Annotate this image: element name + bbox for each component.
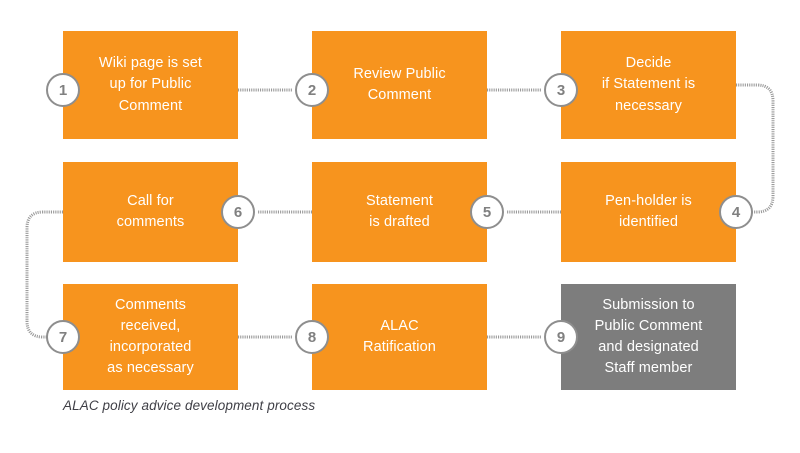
step-number-badge-4[interactable]: 4 — [719, 195, 753, 229]
process-step-label: Call for comments — [116, 192, 185, 230]
process-step-label: Comments received, incorporated as neces… — [107, 296, 194, 377]
step-number-badge-5[interactable]: 5 — [470, 195, 504, 229]
step-number-badge-1[interactable]: 1 — [46, 73, 80, 107]
process-step-label: Decide if Statement is necessary — [601, 55, 696, 114]
process-step-7[interactable]: Comments received, incorporated as neces… — [63, 284, 238, 390]
process-step-9[interactable]: Submission to Public Comment and designa… — [561, 284, 736, 390]
process-step-label: Statement is drafted — [366, 192, 433, 230]
process-step-1[interactable]: Wiki page is set up for Public Comment — [63, 31, 238, 139]
process-step-6[interactable]: Call for comments — [63, 162, 238, 262]
process-step-5[interactable]: Statement is drafted — [312, 162, 487, 262]
process-step-label: Wiki page is set up for Public Comment — [98, 55, 203, 114]
step-number-badge-3[interactable]: 3 — [544, 73, 578, 107]
diagram-caption: ALAC policy advice development process — [63, 398, 316, 413]
connector-3-to-4 — [736, 83, 775, 214]
process-step-8[interactable]: ALAC Ratification — [312, 284, 487, 390]
process-step-label: Pen-holder is identified — [605, 192, 692, 230]
process-step-4[interactable]: Pen-holder is identified — [561, 162, 736, 262]
step-number-badge-9[interactable]: 9 — [544, 320, 578, 354]
step-number-badge-6[interactable]: 6 — [221, 195, 255, 229]
process-step-3[interactable]: Decide if Statement is necessary — [561, 31, 736, 139]
process-step-label: ALAC Ratification — [363, 317, 436, 355]
process-step-label: Review Public Comment — [353, 65, 446, 103]
step-number-badge-2[interactable]: 2 — [295, 73, 329, 107]
connector-6-to-7 — [25, 210, 63, 339]
process-step-label: Submission to Public Comment and designa… — [594, 296, 703, 377]
process-step-2[interactable]: Review Public Comment — [312, 31, 487, 139]
step-number-badge-8[interactable]: 8 — [295, 320, 329, 354]
step-number-badge-7[interactable]: 7 — [46, 320, 80, 354]
